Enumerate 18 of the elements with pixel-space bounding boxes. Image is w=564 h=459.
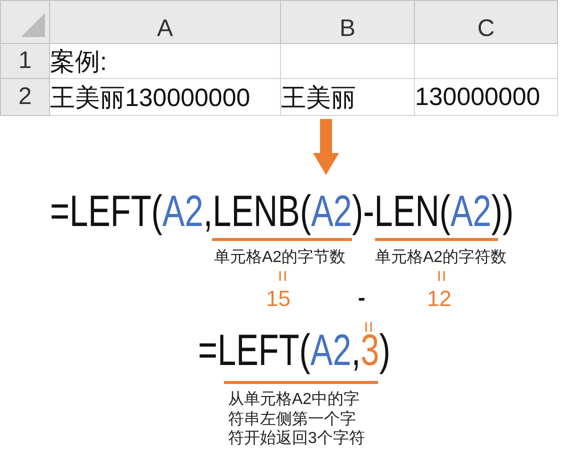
row-header: 1 [0,44,50,78]
table-cell: 案例: [50,44,280,78]
annotation-text: 单元格A2的字节数 [214,249,346,267]
table-cell: 王美丽130000000 [50,78,280,116]
result-value: 12 [427,288,452,310]
explanation-text: 从单元格A2中的字符串左侧第一个字符开始返回3个字符 [228,390,366,448]
minus-sign: - [358,287,366,309]
row-header: 2 [0,78,50,116]
table-cell: 王美丽 [280,78,414,116]
result-value: 15 [266,288,290,310]
column-header: A [50,0,280,44]
table-cell: 130000000 [414,78,558,116]
annotation-text: 单元格A2的字符数 [375,249,507,267]
equals-sign: = [276,270,288,282]
column-header: C [414,0,558,44]
column-header: B [280,0,414,44]
formula-text: =LEFT(A2,LENB(A2)-LEN(A2)) [50,190,514,234]
equals-sign: = [434,270,447,282]
